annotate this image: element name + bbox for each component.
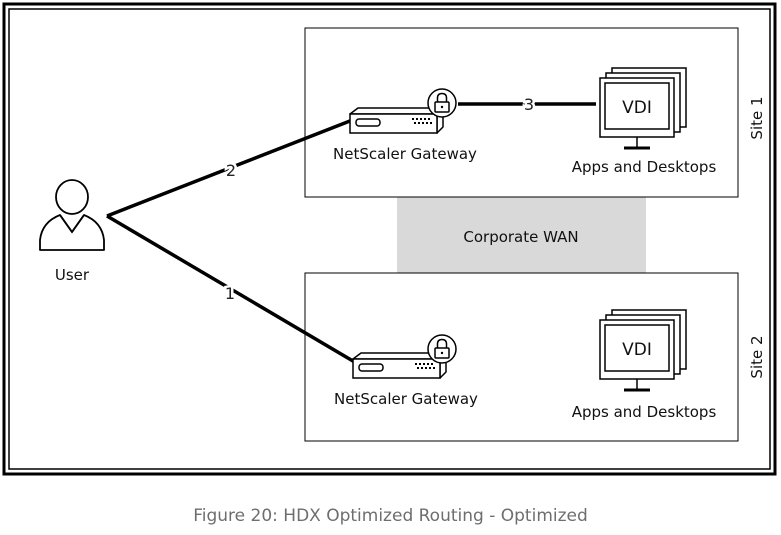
corporate-wan <box>397 196 646 274</box>
gateway-appliance-icon <box>349 107 444 134</box>
gateway-appliance-icon <box>352 352 447 379</box>
site-1-apps-label: Apps and Desktops <box>572 158 717 176</box>
site-1-vdi-label: VDI <box>622 98 652 118</box>
connection-2-label: 2 <box>226 161 236 180</box>
inner-frame <box>8 8 771 470</box>
site-2-gateway-label: NetScaler Gateway <box>334 390 478 408</box>
connection-2-line <box>106 117 356 218</box>
site-1-label: Site 1 <box>748 96 766 139</box>
site-1-gateway-label: NetScaler Gateway <box>333 145 477 163</box>
site-2-vdi-label: VDI <box>622 340 652 360</box>
user-icon <box>39 179 105 251</box>
connection-3-label: 3 <box>524 95 534 114</box>
site-2-apps-label: Apps and Desktops <box>572 403 717 421</box>
connection-1-line <box>106 214 359 366</box>
lock-icon <box>427 334 457 364</box>
connection-1-label: 1 <box>225 284 235 303</box>
outer-frame <box>2 2 777 476</box>
vdi-monitor-stack-icon <box>599 67 687 150</box>
corporate-wan-label: Corporate WAN <box>463 228 578 246</box>
user-label: User <box>55 266 90 284</box>
routing-diagram: Corporate WAN Site 1 Site 2 2 1 3 User N… <box>2 2 777 476</box>
site-2-label: Site 2 <box>748 335 766 378</box>
vdi-monitor-stack-icon <box>599 309 687 392</box>
figure-caption: Figure 20: HDX Optimized Routing - Optim… <box>193 506 588 526</box>
lock-icon <box>427 88 457 118</box>
